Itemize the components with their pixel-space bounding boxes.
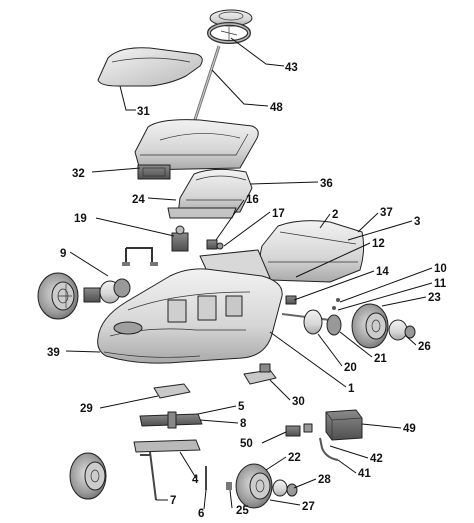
label-22: 22: [288, 452, 301, 464]
label-24: 24: [132, 194, 145, 206]
label-32: 32: [72, 168, 85, 180]
label-1: 1: [348, 383, 355, 395]
bar-8-drawing: [139, 411, 203, 429]
label-50: 50: [240, 438, 253, 450]
switch-16-17-drawing: [206, 239, 224, 250]
rear-axle-parts-drawing: [281, 295, 342, 336]
label-20: 20: [344, 362, 357, 374]
label-11: 11: [434, 278, 447, 290]
label-41: 41: [358, 468, 371, 480]
label-48: 48: [270, 102, 283, 114]
label-36: 36: [320, 178, 333, 190]
label-23: 23: [428, 292, 441, 304]
label-8: 8: [240, 418, 247, 430]
label-29: 29: [80, 403, 93, 415]
clip-50-drawing: [285, 425, 301, 437]
label-14: 14: [376, 266, 389, 278]
bracket-29-drawing: [153, 383, 191, 399]
steering-wheel-drawing: [207, 9, 253, 44]
bottom-left-wheel-drawing: [69, 452, 107, 500]
label-37: 37: [380, 207, 393, 219]
front-left-wheel-drawing: [37, 272, 131, 320]
battery-49-drawing: [325, 409, 363, 441]
seat-drawing: [177, 168, 253, 215]
label-5: 5: [238, 401, 245, 413]
label-26: 26: [418, 341, 431, 353]
label-16: 16: [246, 194, 259, 206]
leader-lines: [65, 37, 433, 510]
label-3: 3: [414, 216, 420, 228]
label-7: 7: [170, 495, 176, 507]
label-49: 49: [403, 423, 416, 435]
bottom-right-wheel-drawing: [235, 463, 298, 509]
label-2: 2: [332, 209, 338, 221]
label-31: 31: [137, 106, 150, 118]
label-21: 21: [374, 353, 387, 365]
label-27: 27: [302, 501, 315, 513]
label-6: 6: [198, 508, 204, 520]
label-19: 19: [74, 213, 87, 225]
rear-right-wheel-drawing: [351, 303, 416, 349]
label-9: 9: [60, 248, 66, 260]
bracket-9-drawing: [122, 247, 158, 266]
rear-deck-drawing: [259, 220, 365, 283]
label-39: 39: [47, 347, 60, 359]
wire-41-42-drawing: [319, 437, 339, 461]
dashboard-drawing: [134, 119, 259, 171]
label-43: 43: [285, 62, 298, 74]
hood-drawing: [97, 47, 203, 87]
part-labels: 43 48 31 32 36 24 19 16 17 2 37 3 12 9 1…: [47, 62, 447, 520]
bracket-19-drawing: [171, 225, 189, 252]
bar-4-drawing: [133, 439, 232, 501]
label-12: 12: [372, 238, 385, 250]
label-28: 28: [318, 474, 331, 486]
part-drawings: [37, 9, 416, 509]
label-30: 30: [292, 396, 305, 408]
label-25: 25: [236, 505, 249, 517]
label-4: 4: [192, 474, 199, 486]
label-10: 10: [434, 263, 447, 275]
label-42: 42: [370, 453, 383, 465]
label-17: 17: [272, 208, 285, 220]
seat-tray-drawing: [167, 207, 237, 219]
